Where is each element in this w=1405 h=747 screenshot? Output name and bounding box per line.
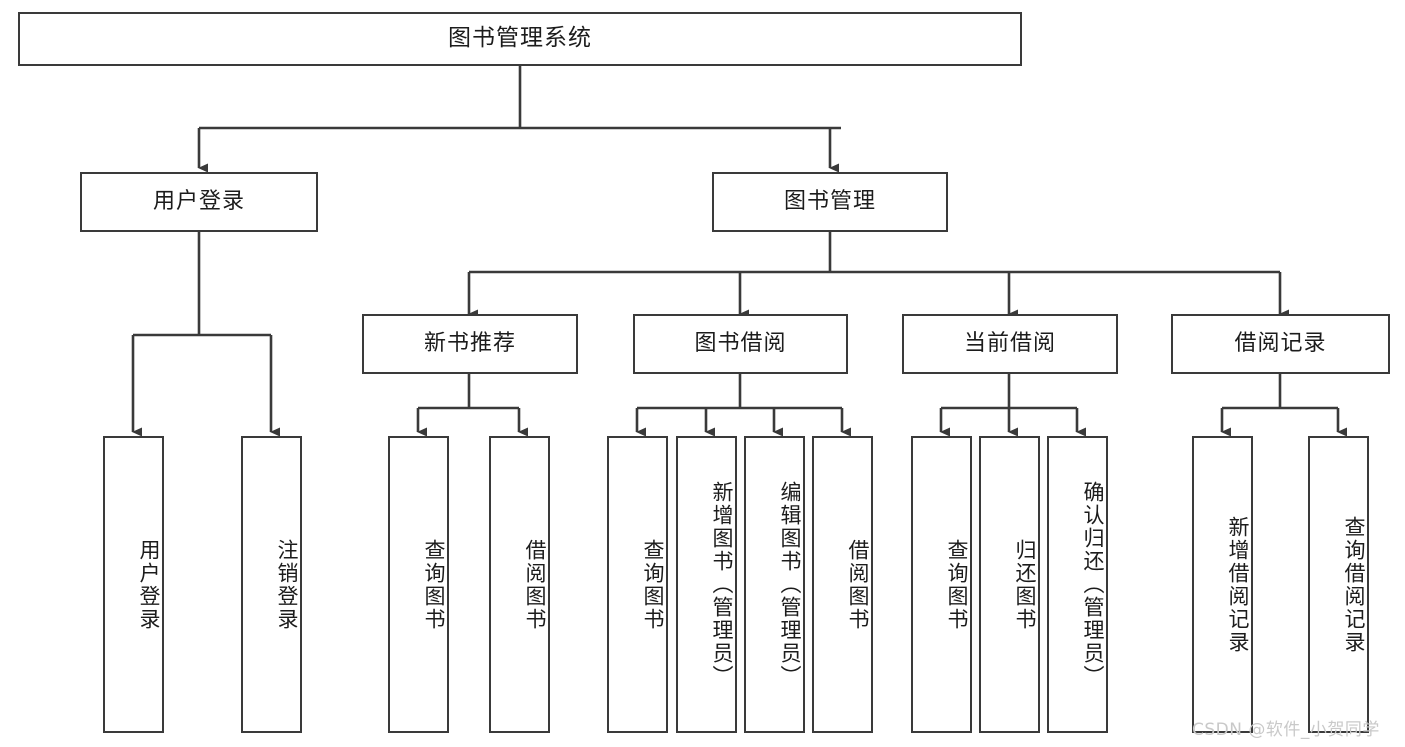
node-label: 归还图书 (1013, 538, 1037, 631)
csdn-watermark: CSDN @软件_小贺同学 (1192, 720, 1380, 740)
node-label: 查询借阅记录 (1342, 515, 1366, 654)
node-label: 查询图书 (945, 538, 969, 631)
node-leaf-query-book-current[interactable]: 查询图书 (911, 436, 972, 733)
node-leaf-query-book-recommend[interactable]: 查询图书 (388, 436, 449, 733)
node-current-borrow[interactable]: 当前借阅 (902, 314, 1118, 374)
node-label: 新增图书（管理员） (710, 481, 734, 688)
node-leaf-return-book[interactable]: 归还图书 (979, 436, 1040, 733)
node-label: 图书管理 (783, 188, 876, 214)
node-leaf-borrow-book-recommend[interactable]: 借阅图书 (489, 436, 550, 733)
node-label: 新增借阅记录 (1226, 515, 1250, 654)
node-leaf-add-borrow-record[interactable]: 新增借阅记录 (1192, 436, 1253, 733)
node-label: 图书借阅 (694, 330, 787, 356)
node-label: 新书推荐 (423, 330, 516, 356)
node-borrow-record[interactable]: 借阅记录 (1171, 314, 1390, 374)
node-label: 确认归还（管理员） (1081, 481, 1105, 688)
node-label: 查询图书 (641, 538, 665, 631)
node-leaf-query-book-borrow[interactable]: 查询图书 (607, 436, 668, 733)
node-label: 用户登录 (152, 188, 245, 214)
node-label: 查询图书 (422, 538, 446, 631)
node-book-management[interactable]: 图书管理 (712, 172, 948, 232)
node-leaf-query-borrow-record[interactable]: 查询借阅记录 (1308, 436, 1369, 733)
node-label: 注销登录 (275, 538, 299, 631)
node-user-login[interactable]: 用户登录 (80, 172, 318, 232)
node-book-borrow[interactable]: 图书借阅 (633, 314, 848, 374)
node-root-library-system[interactable]: 图书管理系统 (18, 12, 1022, 66)
node-leaf-logout[interactable]: 注销登录 (241, 436, 302, 733)
node-label: 借阅图书 (846, 538, 870, 631)
node-leaf-add-book-admin[interactable]: 新增图书（管理员） (676, 436, 737, 733)
node-leaf-borrow-book[interactable]: 借阅图书 (812, 436, 873, 733)
node-leaf-user-login[interactable]: 用户登录 (103, 436, 164, 733)
node-label: 图书管理系统 (448, 25, 592, 52)
node-leaf-confirm-return-admin[interactable]: 确认归还（管理员） (1047, 436, 1108, 733)
node-label: 当前借阅 (963, 330, 1056, 356)
node-label: 借阅图书 (523, 538, 547, 631)
node-label: 用户登录 (137, 538, 161, 631)
node-label: 借阅记录 (1234, 330, 1327, 356)
node-label: 编辑图书（管理员） (778, 481, 802, 688)
node-leaf-edit-book-admin[interactable]: 编辑图书（管理员） (744, 436, 805, 733)
node-new-book-recommend[interactable]: 新书推荐 (362, 314, 578, 374)
